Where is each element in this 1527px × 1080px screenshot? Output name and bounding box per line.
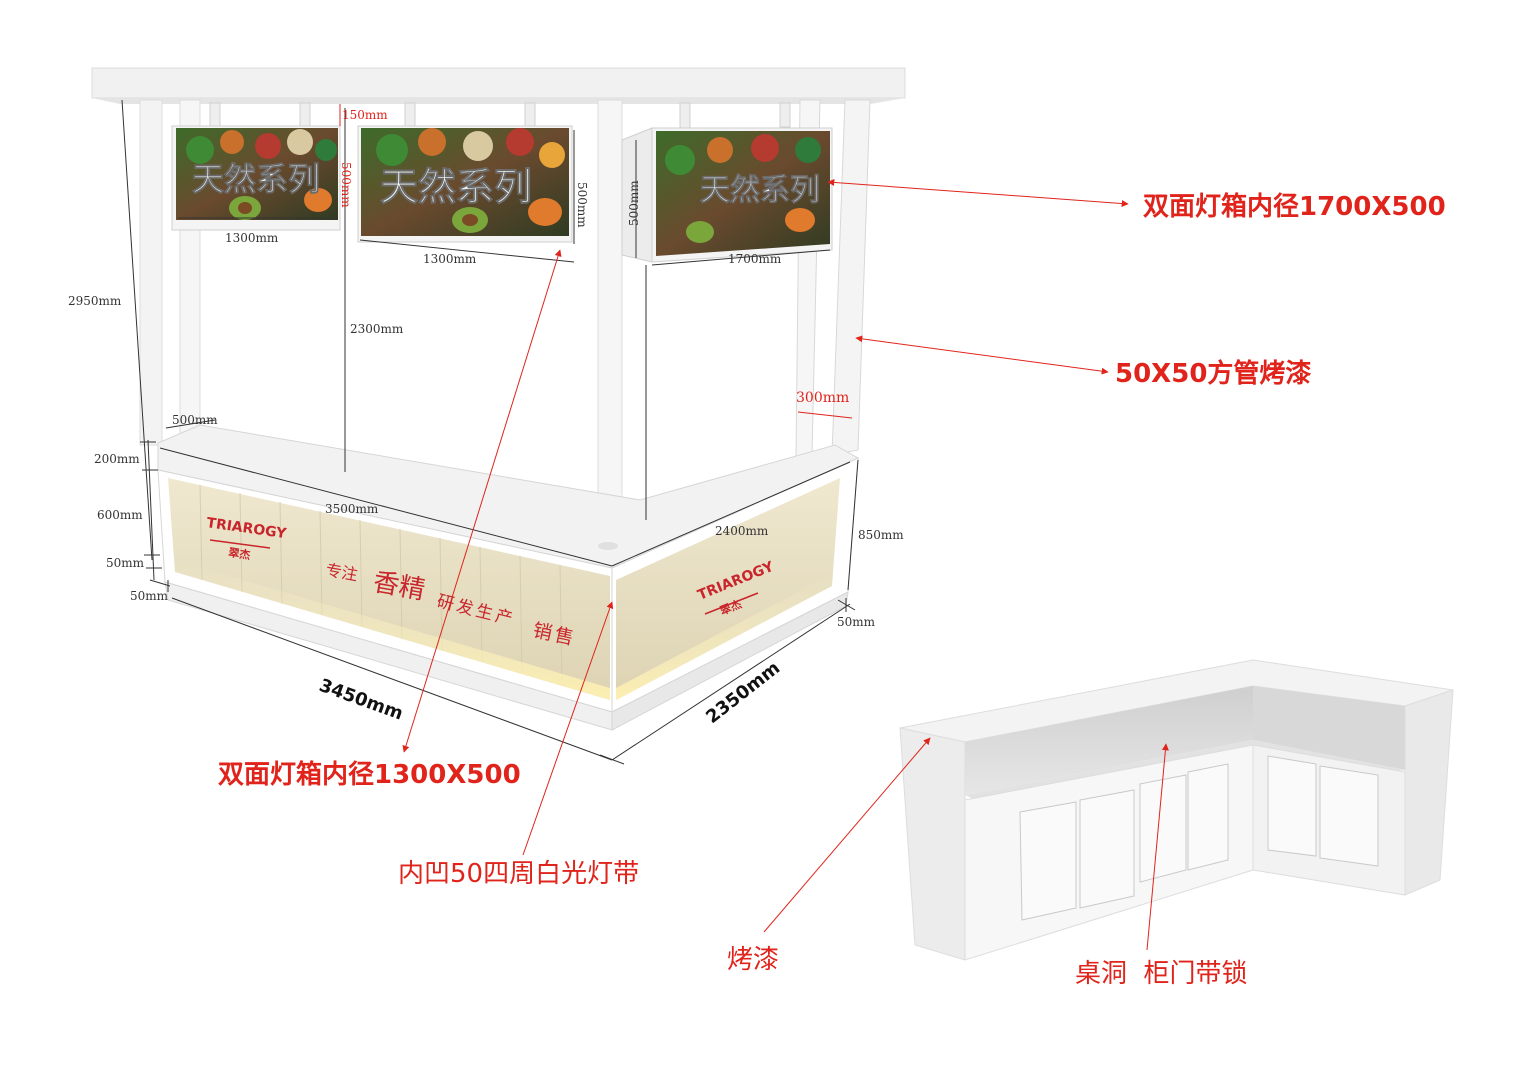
arrow-strip [522,601,614,856]
callout-lightbox-1700: 双面灯箱内径1700X500 [1143,191,1446,222]
cabinet-door[interactable] [1139,774,1187,883]
arrow-cabinet [1146,743,1169,951]
hanger [299,102,311,128]
counter-side-recess [616,478,840,700]
dim-top-thickness: 200mm [94,452,140,466]
arrow-paint [763,737,931,933]
callout-arrows [402,178,1169,951]
dim-base-inset-left: 50mm [130,589,169,603]
dim-front-length: 3500mm [325,502,379,516]
cabinet-door[interactable] [1187,763,1229,871]
cabinet-door[interactable] [1319,765,1379,867]
sign-3-text: 天然系列 [700,173,820,208]
dim-base-inset-right: 50mm [837,615,876,629]
callout-desk-cabinet: 桌洞 柜门带锁 [1075,959,1248,989]
callout-lightbox-1300: 双面灯箱内径1300X500 [218,759,521,790]
dim-panel-height: 600mm [97,508,143,522]
dim-total-height: 2950mm [68,294,122,308]
dim-sign3-height: 500mm [627,180,641,226]
cabinet-back-wall-right [1253,686,1405,770]
callout-tube: 50X50方管烤漆 [1115,358,1311,389]
cabinet-door[interactable] [1079,789,1135,909]
post-foot [598,542,618,550]
back-cabinet [899,659,1454,961]
dim-counter-depth: 500mm [172,413,218,427]
roof-underside [92,98,905,104]
cabinet-front-left [899,727,966,961]
callout-paint: 烤漆 [727,945,779,975]
brand-cn-left: 翠杰 [228,545,252,562]
dim-side-length: 2400mm [715,524,769,538]
hanger [524,102,536,128]
booth-structure: 天然系列 天然系列 天然系列 [91,67,906,731]
dim-side-depth: 300mm [796,390,849,406]
dim-sign3-width: 1700mm [728,252,782,266]
dim-base-front: 3450mm [316,675,406,725]
lightbox-2: 天然系列 [357,125,573,243]
arrow-1300 [402,249,562,753]
cabinet-door[interactable] [1267,755,1317,857]
dim-post-height: 2300mm [350,322,404,336]
left-rear-post [139,99,163,446]
dim-top-gap: 150mm [342,108,388,122]
hanger [779,102,791,128]
cabinet-back-wall [965,686,1253,795]
arrow-tube [855,335,1109,375]
sign-1-text: 天然系列 [192,160,320,198]
cabinet-side-right [1404,689,1454,896]
hanger [404,102,416,128]
callout-labels: 双面灯箱内径1700X500 50X50方管烤漆 双面灯箱内径1300X500 … [218,191,1446,989]
dim-sign1-height: 500mm [339,162,353,208]
center-post [597,99,623,546]
dim-sign1-width: 1300mm [225,231,279,245]
dim-sign2-height: 500mm [575,182,589,228]
sign-2-text: 天然系列 [380,165,532,209]
cabinet-door[interactable] [1019,801,1077,921]
light-strip-glow-side [616,574,832,700]
dim-sign2-width: 1300mm [423,252,477,266]
dim-base-height: 50mm [106,556,145,570]
arrow-1700 [827,178,1129,208]
dim-300-line [797,411,853,419]
dim-counter-height: 850mm [858,528,904,542]
roof-top [91,67,906,99]
callout-light-strip: 内凹50四周白光灯带 [398,859,639,889]
hanger [209,102,221,128]
lightbox-3: 天然系列 [621,127,833,263]
cabinet-doors [1019,755,1379,921]
lightbox-1: 天然系列 [171,125,341,231]
